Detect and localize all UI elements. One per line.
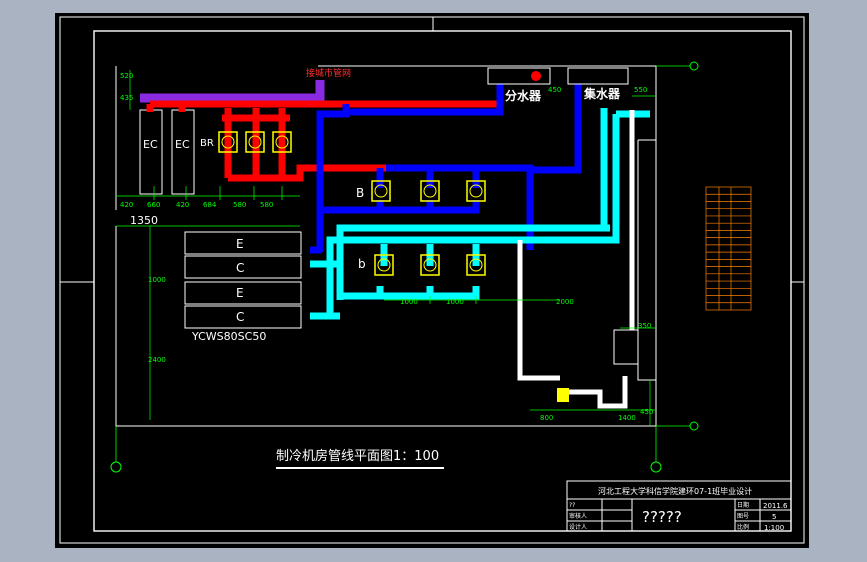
dim-b-5: 580 — [260, 201, 273, 209]
inner-frame — [93, 30, 792, 532]
header-jishuiqi-box — [567, 67, 629, 85]
tb-row-1: ?? — [569, 502, 575, 509]
supply-pipes — [310, 84, 582, 254]
legend-table — [705, 186, 752, 311]
dim-top-435: 435 — [120, 94, 133, 102]
softener — [557, 388, 569, 402]
jishuiqi-label: 集水器 — [583, 86, 621, 101]
purple-pipe — [140, 80, 325, 103]
tb-scale-label: 比例 — [737, 523, 749, 531]
tb-scale: 1:100 — [764, 524, 784, 532]
dim-b-2: 420 — [176, 201, 189, 209]
ec-label-1: EC — [143, 138, 158, 151]
chiller-label-4: C — [236, 310, 244, 324]
dim-b-3: 684 — [203, 201, 217, 209]
chiller-label-1: E — [236, 237, 244, 251]
small-b-pumps — [374, 254, 486, 276]
dim-450: 450 — [640, 408, 653, 416]
tb-sheet: 5 — [772, 513, 776, 521]
drawing-title: 制冷机房管线平面图1：100 — [276, 448, 439, 464]
chiller-model: YCWS80SC50 — [191, 330, 266, 343]
dim-1350: 1350 — [130, 214, 158, 227]
dim-top-520: 520 — [120, 72, 133, 80]
dim-row-3: 2000 — [556, 298, 574, 306]
fenshuiqi-label: 分水器 — [505, 88, 542, 103]
chiller-label-3: E — [236, 286, 244, 300]
b-pumps — [371, 180, 486, 202]
dim-350: 350 — [638, 322, 651, 330]
tb-school: 河北工程大学科信学院建环07-1班毕业设计 — [598, 486, 752, 496]
dim-1400: 1400 — [618, 414, 636, 422]
outer-frame — [59, 16, 805, 544]
dim-v-2400: 2400 — [148, 356, 166, 364]
dimension-lines — [116, 70, 656, 426]
dim-top-550: 550 — [634, 86, 647, 94]
br-pumps — [218, 131, 292, 153]
chillers — [184, 231, 302, 329]
axis-bubbles — [110, 61, 699, 473]
city-network-label: 接城市管网 — [306, 67, 351, 79]
dim-v-1000: 1000 — [148, 276, 166, 284]
drain-pipes — [517, 110, 635, 409]
valve-red — [531, 71, 541, 81]
pump-group-small-b: b — [358, 257, 366, 271]
dim-row-2: 1000 — [446, 298, 464, 306]
ec-label-2: EC — [175, 138, 190, 151]
pump-group-br: BR — [200, 138, 214, 149]
dim-top-450: 450 — [548, 86, 561, 94]
dim-row-1: 1000 — [400, 298, 418, 306]
tb-date-label: 日期 — [737, 501, 749, 509]
tb-row-2: 审核人 — [569, 512, 587, 520]
dim-b-0: 420 — [120, 201, 133, 209]
tb-row-3: 设计人 — [569, 523, 587, 531]
dim-b-1: 660 — [147, 201, 160, 209]
dim-800: 800 — [540, 414, 553, 422]
title-block — [566, 480, 792, 532]
tank — [613, 329, 639, 365]
dim-b-4: 580 — [233, 201, 246, 209]
header-fenshuiqi-box — [487, 67, 551, 85]
pump-group-b: B — [356, 186, 364, 200]
tb-date: 2011.6 — [763, 502, 788, 510]
tb-drawing-name: ????? — [642, 508, 682, 526]
tb-sheet-label: 图号 — [737, 513, 749, 520]
chiller-label-2: C — [236, 261, 244, 275]
